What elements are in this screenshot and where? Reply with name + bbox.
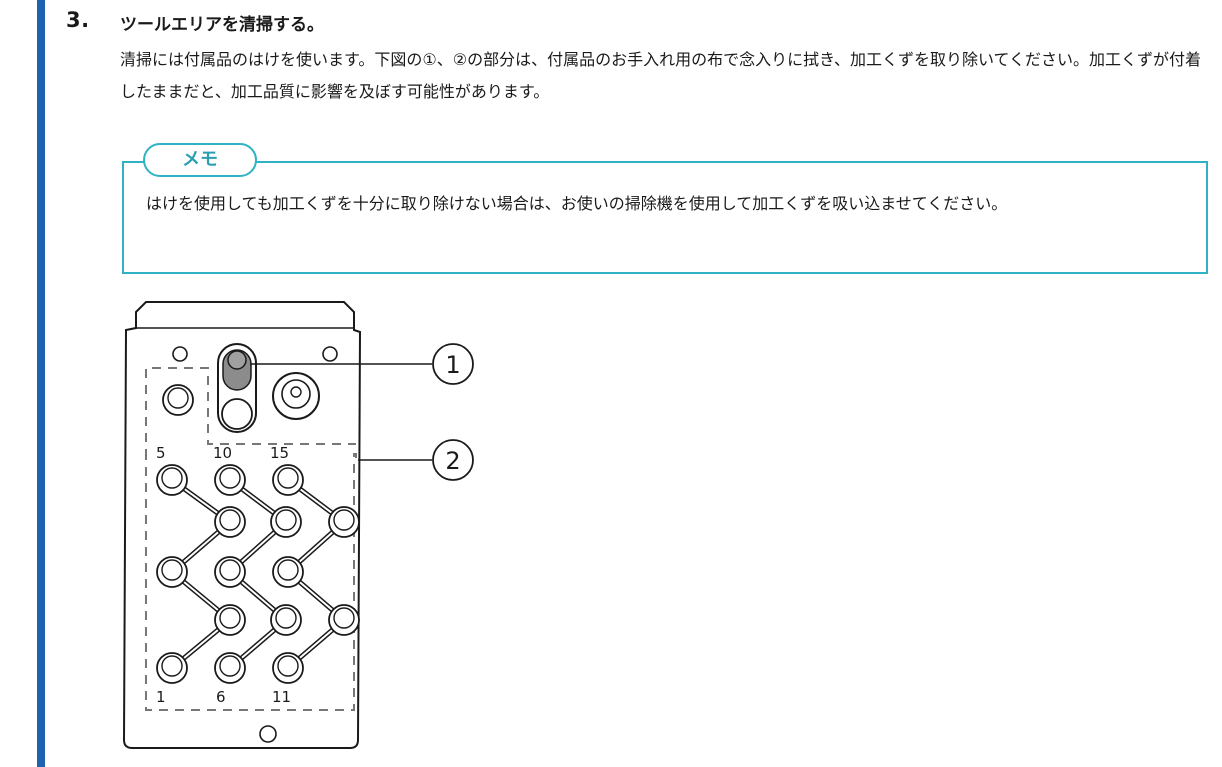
tool-socket <box>272 652 304 684</box>
tool-socket-grid <box>156 464 360 684</box>
step-title: ツールエリアを清掃する。 <box>120 15 324 35</box>
area-2-dashed-lower <box>145 453 357 711</box>
section-left-bar <box>37 0 45 767</box>
mount-hole-bottom <box>259 725 277 743</box>
position-number-15: 15 <box>270 444 289 462</box>
area-1-lower-socket <box>221 398 253 430</box>
sensor-center <box>290 386 302 398</box>
position-number-1: 1 <box>156 688 166 706</box>
tool-socket <box>214 464 246 496</box>
tool-socket <box>270 506 302 538</box>
callout-2-circle <box>432 439 474 481</box>
tool-socket <box>156 464 188 496</box>
position-number-5: 5 <box>156 444 166 462</box>
position-number-6: 6 <box>216 688 226 706</box>
memo-box <box>122 161 1208 274</box>
memo-text: はけを使用しても加工くずを十分に取り除けない場合は、お使いの掃除機を使用して加工… <box>146 194 1008 213</box>
step-description: 清掃には付属品のはけを使います。下図の①、②の部分は、付属品のお手入れ用の布で念… <box>120 50 1202 101</box>
area-2-dashed-upper <box>145 367 356 458</box>
tool-socket <box>214 604 246 636</box>
tool-socket <box>272 556 304 588</box>
socket-isolated <box>162 384 194 416</box>
tool-socket <box>270 604 302 636</box>
callout-2-number: 2 <box>445 447 460 475</box>
tool-socket <box>156 652 188 684</box>
position-number-11: 11 <box>272 688 291 706</box>
tool-area-illustration: 5 10 15 1 6 11 1 2 <box>122 301 474 749</box>
position-number-10: 10 <box>213 444 232 462</box>
tool-socket <box>214 556 246 588</box>
callout-1-circle <box>432 343 474 385</box>
tool-socket <box>272 464 304 496</box>
tool-socket <box>214 652 246 684</box>
callout-1-number: 1 <box>445 351 460 379</box>
memo-label: メモ <box>143 143 257 177</box>
tool-socket <box>214 506 246 538</box>
tool-area-figure: 5 10 15 1 6 11 1 2 <box>100 290 500 764</box>
mount-hole-top-right <box>322 346 338 362</box>
tool-socket <box>328 604 360 636</box>
tool-socket <box>156 556 188 588</box>
area-1-pin-top <box>227 350 247 370</box>
tool-socket <box>328 506 360 538</box>
mount-hole-top-left <box>172 346 188 362</box>
step-number: 3. <box>66 8 90 32</box>
